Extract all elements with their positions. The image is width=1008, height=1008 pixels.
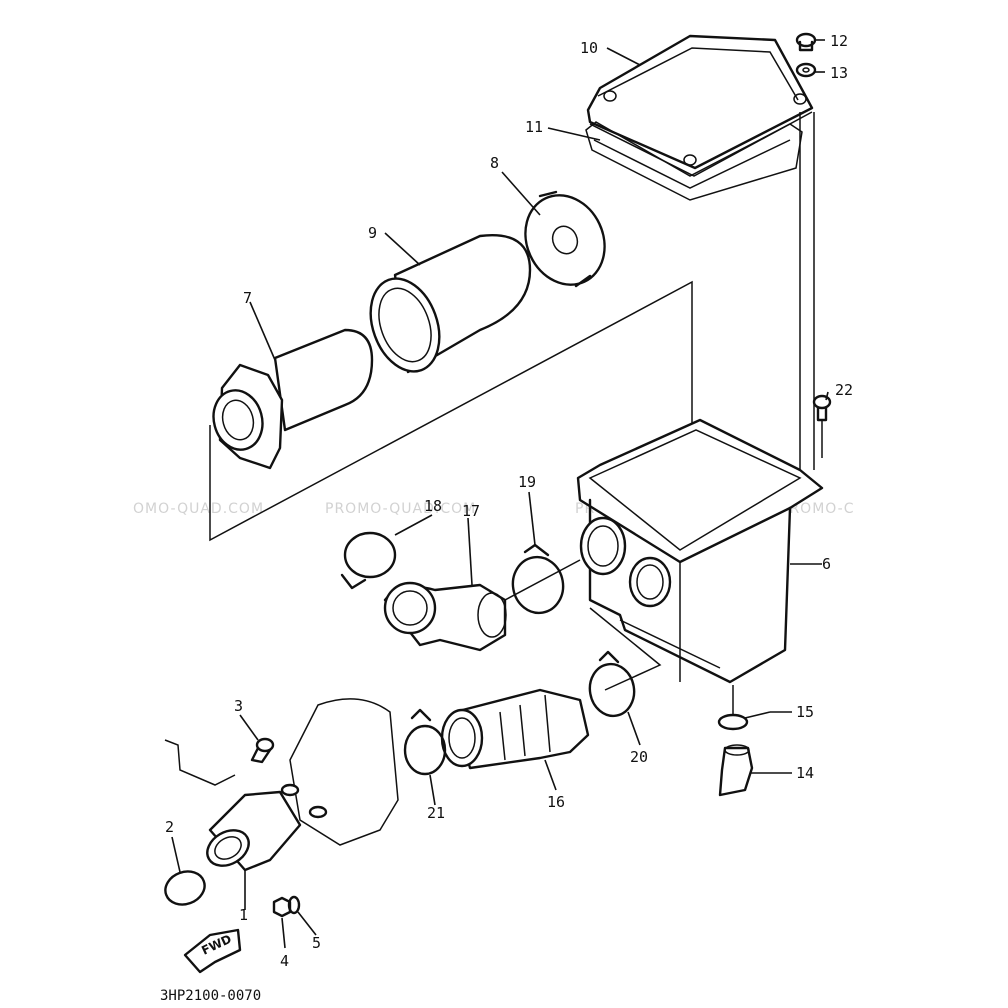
o-ring [164,870,206,906]
drain-plug [718,744,754,797]
callout-2: 2 [165,818,174,836]
leader-lines [171,39,829,949]
engine-stud-b [308,805,328,819]
callout-3: 3 [234,697,243,715]
callout-19: 19 [518,473,536,491]
callout-13: 13 [830,64,848,82]
callout-17: 17 [462,502,480,520]
elbow-joint [383,581,507,652]
intake-manifold [206,790,302,872]
callout-6: 6 [822,555,831,573]
assembly-line-duct [589,607,662,691]
callout-4: 4 [280,952,289,970]
cover-seal [585,121,803,201]
manifold-nut [272,896,292,918]
fwd-arrow: FWD [183,928,242,974]
assembly-line-filter [209,280,693,555]
assembly-line-cover [799,112,815,470]
assembly-line-elbow [504,559,581,601]
callout-21: 21 [427,804,445,822]
cover-bolt [795,32,817,52]
callout-8: 8 [490,154,499,172]
callout-20: 20 [630,748,648,766]
clamp-19 [511,543,565,615]
callout-10: 10 [580,39,598,57]
callout-15: 15 [796,703,814,721]
callout-16: 16 [547,793,565,811]
callout-12: 12 [830,32,848,50]
callout-22: 22 [835,381,853,399]
callout-11: 11 [525,118,543,136]
case-bolt [812,394,832,458]
carburetor-joint [440,688,590,770]
clamp-20 [588,650,636,718]
air-box-cover [586,34,814,177]
callout-5: 5 [312,934,321,952]
watermark-4: PROMO-C [780,501,855,517]
callout-18: 18 [424,497,442,515]
outer-filter-element [369,234,532,374]
watermark-1: OMO-QUAD.COM [133,501,264,517]
manifold-screw [250,737,275,764]
drain-clip [717,711,771,731]
clamp-21 [403,708,447,776]
callout-7: 7 [243,289,252,307]
callout-1: 1 [239,906,248,924]
manifold-bracket [164,739,236,786]
cover-washer [795,62,817,78]
manifold-washer [287,895,301,915]
callout-14: 14 [796,764,814,782]
engine-outline [289,698,399,846]
air-box-case [576,418,824,684]
callout-9: 9 [368,224,377,242]
watermark-2: PROMO-QUAD.COM [325,501,476,517]
drawing-code: 3HP2100-0070 [160,988,261,1004]
element-end-cap [524,190,606,288]
clamp-18 [340,531,397,590]
engine-stud-a [280,783,300,797]
inner-filter-element [212,328,374,470]
